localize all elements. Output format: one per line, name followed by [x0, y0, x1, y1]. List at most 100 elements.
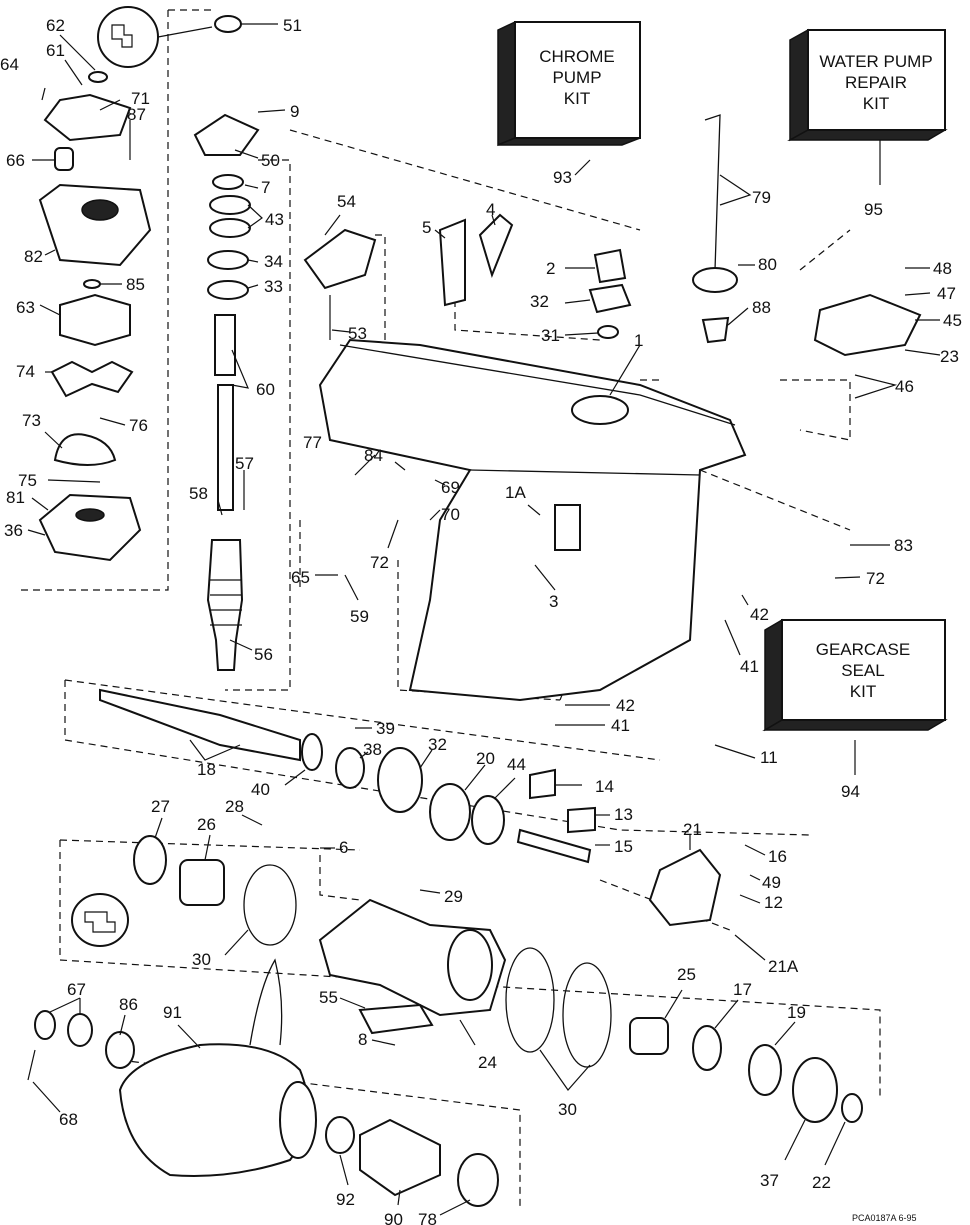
callout-label: 26 — [197, 815, 216, 834]
callout-label: 64 — [0, 55, 19, 74]
callout-label: 55 — [319, 988, 338, 1007]
callout-label: 22 — [812, 1173, 831, 1192]
callout-label: 51 — [283, 16, 302, 35]
callout-label: 28 — [225, 797, 244, 816]
callout-label: 80 — [758, 255, 777, 274]
callout-label: 76 — [129, 416, 148, 435]
callout-label: 59 — [350, 607, 369, 626]
callout-label: 82 — [24, 247, 43, 266]
callout-label: 70 — [441, 505, 460, 524]
callout-label: 79 — [752, 188, 771, 207]
chrome-kit-line-2: PUMP — [552, 68, 601, 87]
callout-label: 93 — [553, 168, 572, 187]
callout-label: 4 — [486, 200, 495, 219]
callout-label: 90 — [384, 1210, 403, 1225]
callout-label: 34 — [264, 252, 283, 271]
callout-label: 5 — [422, 218, 431, 237]
callout-label: 21A — [768, 957, 799, 976]
callout-label: 72 — [370, 553, 389, 572]
callout-label: 61 — [46, 41, 65, 60]
part-drawings — [27, 6, 922, 1207]
callout-label: 53 — [348, 324, 367, 343]
callout-label: 68 — [59, 1110, 78, 1129]
callout-label: 9 — [290, 102, 299, 121]
callout-label: 25 — [677, 965, 696, 984]
callout-label: 31 — [541, 326, 560, 345]
callout-label: 85 — [126, 275, 145, 294]
callout-label: 27 — [151, 797, 170, 816]
callout-label: 81 — [6, 488, 25, 507]
callout-label: 45 — [943, 311, 962, 330]
seal-kit-line-3: KIT — [850, 682, 876, 701]
callout-label: 24 — [478, 1053, 497, 1072]
callout-label: 12 — [764, 893, 783, 912]
callout-label: 69 — [441, 478, 460, 497]
callout-label: 67 — [67, 980, 86, 999]
callout-label: 1 — [634, 331, 643, 350]
callout-label: 43 — [265, 210, 284, 229]
callout-label: 78 — [418, 1210, 437, 1225]
callout-label: 95 — [864, 200, 883, 219]
callout-label: 17 — [733, 980, 752, 999]
callout-label: 77 — [303, 433, 322, 452]
callout-label: 7 — [261, 178, 270, 197]
callout-label: 16 — [768, 847, 787, 866]
gearcase-housing — [318, 338, 747, 702]
callout-label: 13 — [614, 805, 633, 824]
callout-label: 60 — [256, 380, 275, 399]
callout-label: 19 — [787, 1003, 806, 1022]
callout-label: 36 — [4, 521, 23, 540]
callout-label: 40 — [251, 780, 270, 799]
callout-label: 71 — [131, 89, 150, 108]
callout-label: 44 — [507, 755, 526, 774]
callout-label: 84 — [364, 446, 383, 465]
callout-label: 39 — [376, 719, 395, 738]
chrome-kit-line-1: CHROME — [539, 47, 615, 66]
seal-kit-line-2: SEAL — [841, 661, 884, 680]
callout-label: 62 — [46, 16, 65, 35]
callout-label: 11 — [760, 748, 778, 767]
callout-label: 29 — [444, 887, 463, 906]
callout-label: 30 — [192, 950, 211, 969]
callout-label: 6 — [339, 838, 348, 857]
seal-detail-icon — [97, 6, 159, 68]
callout-label: 8 — [358, 1030, 367, 1049]
callout-label: 48 — [933, 259, 952, 278]
callout-label: 30 — [558, 1100, 577, 1119]
callout-label: 46 — [895, 377, 914, 396]
callout-label: 2 — [546, 259, 555, 278]
callout-label: 18 — [197, 760, 216, 779]
callout-label: 37 — [760, 1171, 779, 1190]
callout-label: 32 — [530, 292, 549, 311]
callout-label: 57 — [235, 454, 254, 473]
callout-label: 73 — [22, 411, 41, 430]
callout-label: 56 — [254, 645, 273, 664]
callout-label: 88 — [752, 298, 771, 317]
gearcase-seal-kit-box: GEARCASE SEAL KIT — [762, 618, 948, 732]
leader-lines — [27, 23, 941, 1216]
callout-label: 33 — [264, 277, 283, 296]
callout-label: 15 — [614, 837, 633, 856]
callout-label: 86 — [119, 995, 138, 1014]
callout-label: 72 — [866, 569, 885, 588]
callout-label: 83 — [894, 536, 913, 555]
callout-label: 20 — [476, 749, 495, 768]
callout-label: 32 — [428, 735, 447, 754]
seal-kit-line-1: GEARCASE — [816, 640, 910, 659]
water-kit-line-3: KIT — [863, 94, 889, 113]
callout-label: 49 — [762, 873, 781, 892]
callout-label: 42 — [750, 605, 769, 624]
callout-label: 91 — [163, 1003, 182, 1022]
callout-label: 63 — [16, 298, 35, 317]
chrome-kit-line-3: KIT — [564, 89, 590, 108]
callout-label: 41 — [611, 716, 630, 735]
callout-label: 92 — [336, 1190, 355, 1209]
callout-labels: 1 1A 2 3 4 5 6 7 8 9 11 12 13 14 15 16 1… — [0, 16, 962, 1225]
callout-label: 41 — [740, 657, 759, 676]
callout-label: 14 — [595, 777, 614, 796]
callout-label: 66 — [6, 151, 25, 170]
callout-label: 65 — [291, 568, 310, 587]
figure-reference-code: PCA0187A 6-95 — [852, 1213, 917, 1223]
callout-label: 23 — [940, 347, 959, 366]
